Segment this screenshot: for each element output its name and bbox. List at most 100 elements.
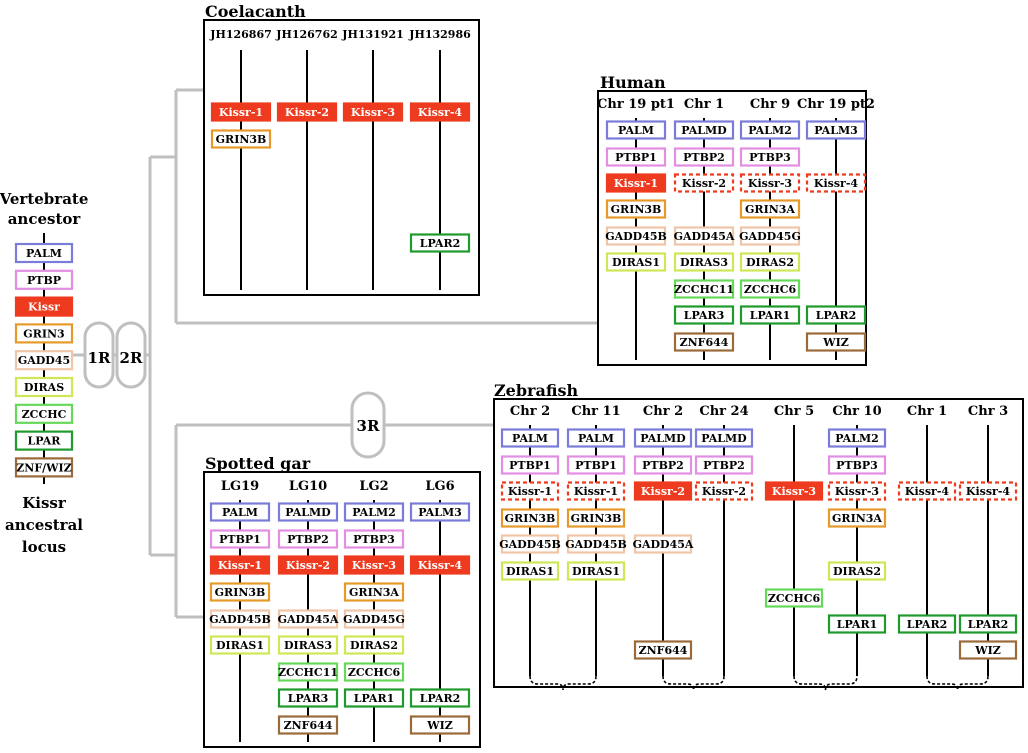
gene-box-diras1: DIRAS1 xyxy=(500,561,560,581)
human-frame xyxy=(597,90,867,366)
gene-label: DIRAS2 xyxy=(350,639,398,652)
gene-box-diras2: DIRAS2 xyxy=(827,561,887,581)
gene-box-lpar1: LPAR1 xyxy=(739,305,801,325)
gene-box-ptbp2: PTBP2 xyxy=(694,455,754,475)
gene-label: PALM3 xyxy=(418,506,462,519)
gene-box-grin3b: GRIN3B xyxy=(209,582,271,602)
gene-label: Kissr-4 xyxy=(905,485,949,498)
gene-box-diras: DIRAS xyxy=(14,376,74,398)
gene-label: GADD45B xyxy=(605,230,667,243)
gene-label: PALMD xyxy=(681,124,727,137)
gene-box-diras2: DIRAS2 xyxy=(343,635,405,655)
gene-box-ptbp3: PTBP3 xyxy=(739,147,801,167)
gene-label: GRIN3B xyxy=(611,203,662,216)
gene-label: Kissr-1 xyxy=(508,485,552,498)
gene-box-diras2: DIRAS2 xyxy=(739,252,801,272)
spotted-gar-panel: Spotted gar LG19PALMPTBP1Kissr-1GRIN3BGA… xyxy=(203,454,481,748)
chromosome-label: Chr 10 xyxy=(832,404,881,419)
chromosome-label: Chr 11 xyxy=(571,404,620,419)
gene-box-kissr-4: Kissr-4 xyxy=(409,555,471,575)
gene-label: LPAR1 xyxy=(354,692,395,705)
gene-box-palm: PALM xyxy=(500,428,560,448)
chromosome-label: JH126867 xyxy=(209,28,272,41)
gene-box-grin3a: GRIN3A xyxy=(739,199,801,219)
gene-label: ZCCHC6 xyxy=(744,283,797,296)
gene-label: PALM2 xyxy=(748,124,792,137)
chromosome-label: Chr 19 pt1 xyxy=(597,97,675,112)
gene-label: Kissr-3 xyxy=(351,106,395,119)
gene-box-ptbp2: PTBP2 xyxy=(633,455,693,475)
gene-label: Kissr-3 xyxy=(352,559,396,572)
round-3R-marker: 3R xyxy=(350,391,386,459)
gene-label: GADD45 xyxy=(18,354,70,367)
gene-label: Kissr-4 xyxy=(814,177,858,190)
gene-label: PTBP1 xyxy=(219,533,261,546)
gene-label: PTBP2 xyxy=(683,151,725,164)
gene-label: Kissr-1 xyxy=(219,106,263,119)
gene-box-ptbp3: PTBP3 xyxy=(827,455,887,475)
gene-label: ZCCHC6 xyxy=(348,666,401,679)
ancestor-caption-line2: ancestral xyxy=(5,516,83,534)
gene-label: PALMD xyxy=(640,432,686,445)
gene-box-palmd: PALMD xyxy=(694,428,754,448)
ancestor-column: Vertebrate ancestor PALMPTBPKissrGRIN3GA… xyxy=(0,190,88,556)
gene-label: PTBP2 xyxy=(703,459,745,472)
gene-box-kissr-4: Kissr-4 xyxy=(958,481,1018,501)
gene-label: DIRAS3 xyxy=(680,256,728,269)
gene-box-lpar3: LPAR3 xyxy=(673,305,735,325)
gene-label: Kissr-3 xyxy=(772,485,816,498)
gene-box-kissr-1: Kissr-1 xyxy=(209,555,271,575)
gene-label: WIZ xyxy=(822,336,849,349)
gene-label: GRIN3A xyxy=(745,203,795,216)
gene-box-gadd45a: GADD45A xyxy=(278,609,339,629)
chromosome-label: Chr 19 pt2 xyxy=(797,97,875,112)
gene-label: DIRAS xyxy=(24,381,64,394)
gene-label: LPAR2 xyxy=(816,309,857,322)
paralog-bracket-2 xyxy=(662,675,725,691)
gene-box-kissr-1: Kissr-1 xyxy=(566,481,626,501)
gene-box-palm3: PALM3 xyxy=(805,120,867,140)
gene-label: WIZ xyxy=(974,644,1001,657)
gene-box-grin3: GRIN3 xyxy=(14,323,74,344)
gene-box-lpar2: LPAR2 xyxy=(958,614,1018,634)
gene-box-diras1: DIRAS1 xyxy=(605,252,667,272)
gene-label: PTBP1 xyxy=(615,151,657,164)
gene-box-gadd45b: GADD45B xyxy=(209,609,271,629)
gene-label: PALM xyxy=(512,432,548,445)
gene-label: ZNF644 xyxy=(639,644,688,657)
gene-box-lpar: LPAR xyxy=(14,430,74,451)
gene-box-znf-wiz: ZNF/WIZ xyxy=(14,457,74,478)
gene-label: Kissr-2 xyxy=(682,177,726,190)
gene-box-ptbp3: PTBP3 xyxy=(343,529,405,549)
gene-label: GADD45G xyxy=(343,613,405,626)
chromosome-label: Chr 1 xyxy=(684,97,724,112)
gene-label: GRIN3B xyxy=(571,512,622,525)
gene-label: PTBP1 xyxy=(509,459,551,472)
gene-box-kissr-3: Kissr-3 xyxy=(342,102,404,122)
gene-box-diras1: DIRAS1 xyxy=(566,561,626,581)
gene-label: PTBP2 xyxy=(287,533,329,546)
gene-label: ZNF644 xyxy=(680,336,729,349)
chromosome-label: LG19 xyxy=(221,479,259,494)
gene-label: GADD45B xyxy=(499,538,561,551)
gene-box-gadd45a: GADD45A xyxy=(633,534,694,554)
gene-label: LPAR2 xyxy=(420,692,461,705)
gene-box-kissr: Kissr xyxy=(14,296,74,317)
zebrafish-panel: Zebrafish Chr 2PALMPTBP1Kissr-1GRIN3BGAD… xyxy=(493,381,1024,691)
gene-box-kissr-2: Kissr-2 xyxy=(277,555,339,575)
gene-box-gadd45a: GADD45A xyxy=(674,226,735,246)
gene-box-grin3a: GRIN3A xyxy=(343,582,405,602)
ancestor-caption-line1: Kissr xyxy=(22,494,67,512)
gene-label: DIRAS1 xyxy=(612,256,660,269)
gene-label: PTBP2 xyxy=(642,459,684,472)
gene-box-zcchc: ZCCHC xyxy=(14,403,74,424)
chromosome-label: JH131921 xyxy=(341,28,404,41)
chromosome-label: JH132986 xyxy=(408,28,471,41)
